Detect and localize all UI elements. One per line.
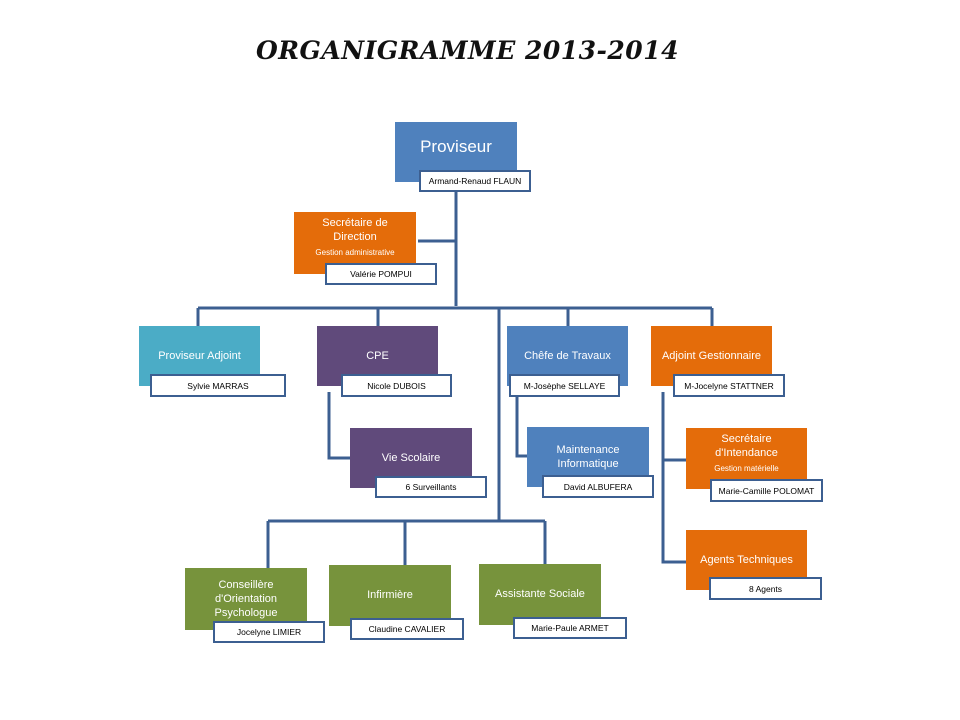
node-conseillere[interactable]: Conseillère d'Orientation Psychologue	[185, 568, 307, 630]
node-title: Vie Scolaire	[381, 451, 441, 464]
node-title: Proviseur	[420, 137, 492, 156]
node-title: Chêfe de Travaux	[524, 349, 611, 362]
node-name-adjoint-gestionnaire: M-Jocelyne STATTNER	[673, 374, 785, 397]
node-name-chef-travaux: M-Josèphe SELLAYE	[509, 374, 620, 397]
node-title: Secrétaire de Direction	[322, 217, 388, 244]
node-title: Proviseur Adjoint	[158, 349, 241, 362]
node-assistante[interactable]: Assistante Sociale	[479, 564, 601, 625]
node-name-secretaire-direction: Valérie POMPUI	[325, 263, 437, 285]
node-name-infirmiere: Claudine CAVALIER	[350, 618, 464, 640]
connector-maintenance	[515, 397, 527, 458]
page-title: ORGANIGRAMME 2013-2014	[255, 36, 679, 65]
node-title: Conseillère d'Orientation Psychologue	[214, 578, 278, 620]
node-title: Infirmière	[367, 589, 413, 602]
node-title: Agents Techniques	[700, 553, 793, 566]
node-name-proviseur-adjoint: Sylvie MARRAS	[150, 374, 286, 397]
node-name-proviseur: Armand-Renaud FLAUN	[419, 170, 531, 192]
node-title: CPE	[366, 349, 389, 362]
node-title: Adjoint Gestionnaire	[661, 349, 762, 362]
node-infirmiere[interactable]: Infirmière	[329, 565, 451, 626]
node-name-cpe: Nicole DUBOIS	[341, 374, 452, 397]
node-title: Assistante Sociale	[495, 588, 585, 601]
node-name-secretaire-intendance: Marie-Camille POLOMAT	[710, 479, 823, 502]
node-subtitle: Gestion administrative	[315, 247, 395, 257]
node-name-vie-scolaire: 6 Surveillants	[375, 476, 487, 498]
connector-intendance	[661, 392, 686, 564]
node-name-assistante: Marie-Paule ARMET	[513, 617, 627, 639]
node-secretaire-intendance[interactable]: Secrétaire d'Intendance Gestion matériel…	[686, 428, 807, 489]
node-title: Maintenance Informatique	[556, 443, 620, 470]
node-name-conseillere: Jocelyne LIMIER	[213, 621, 325, 643]
node-name-maintenance: David ALBUFERA	[542, 475, 654, 498]
connector-vie-scolaire	[327, 392, 350, 460]
node-title: Secrétaire d'Intendance	[715, 433, 778, 460]
node-subtitle: Gestion matérielle	[714, 463, 779, 473]
node-name-agents-techniques: 8 Agents	[709, 577, 822, 600]
